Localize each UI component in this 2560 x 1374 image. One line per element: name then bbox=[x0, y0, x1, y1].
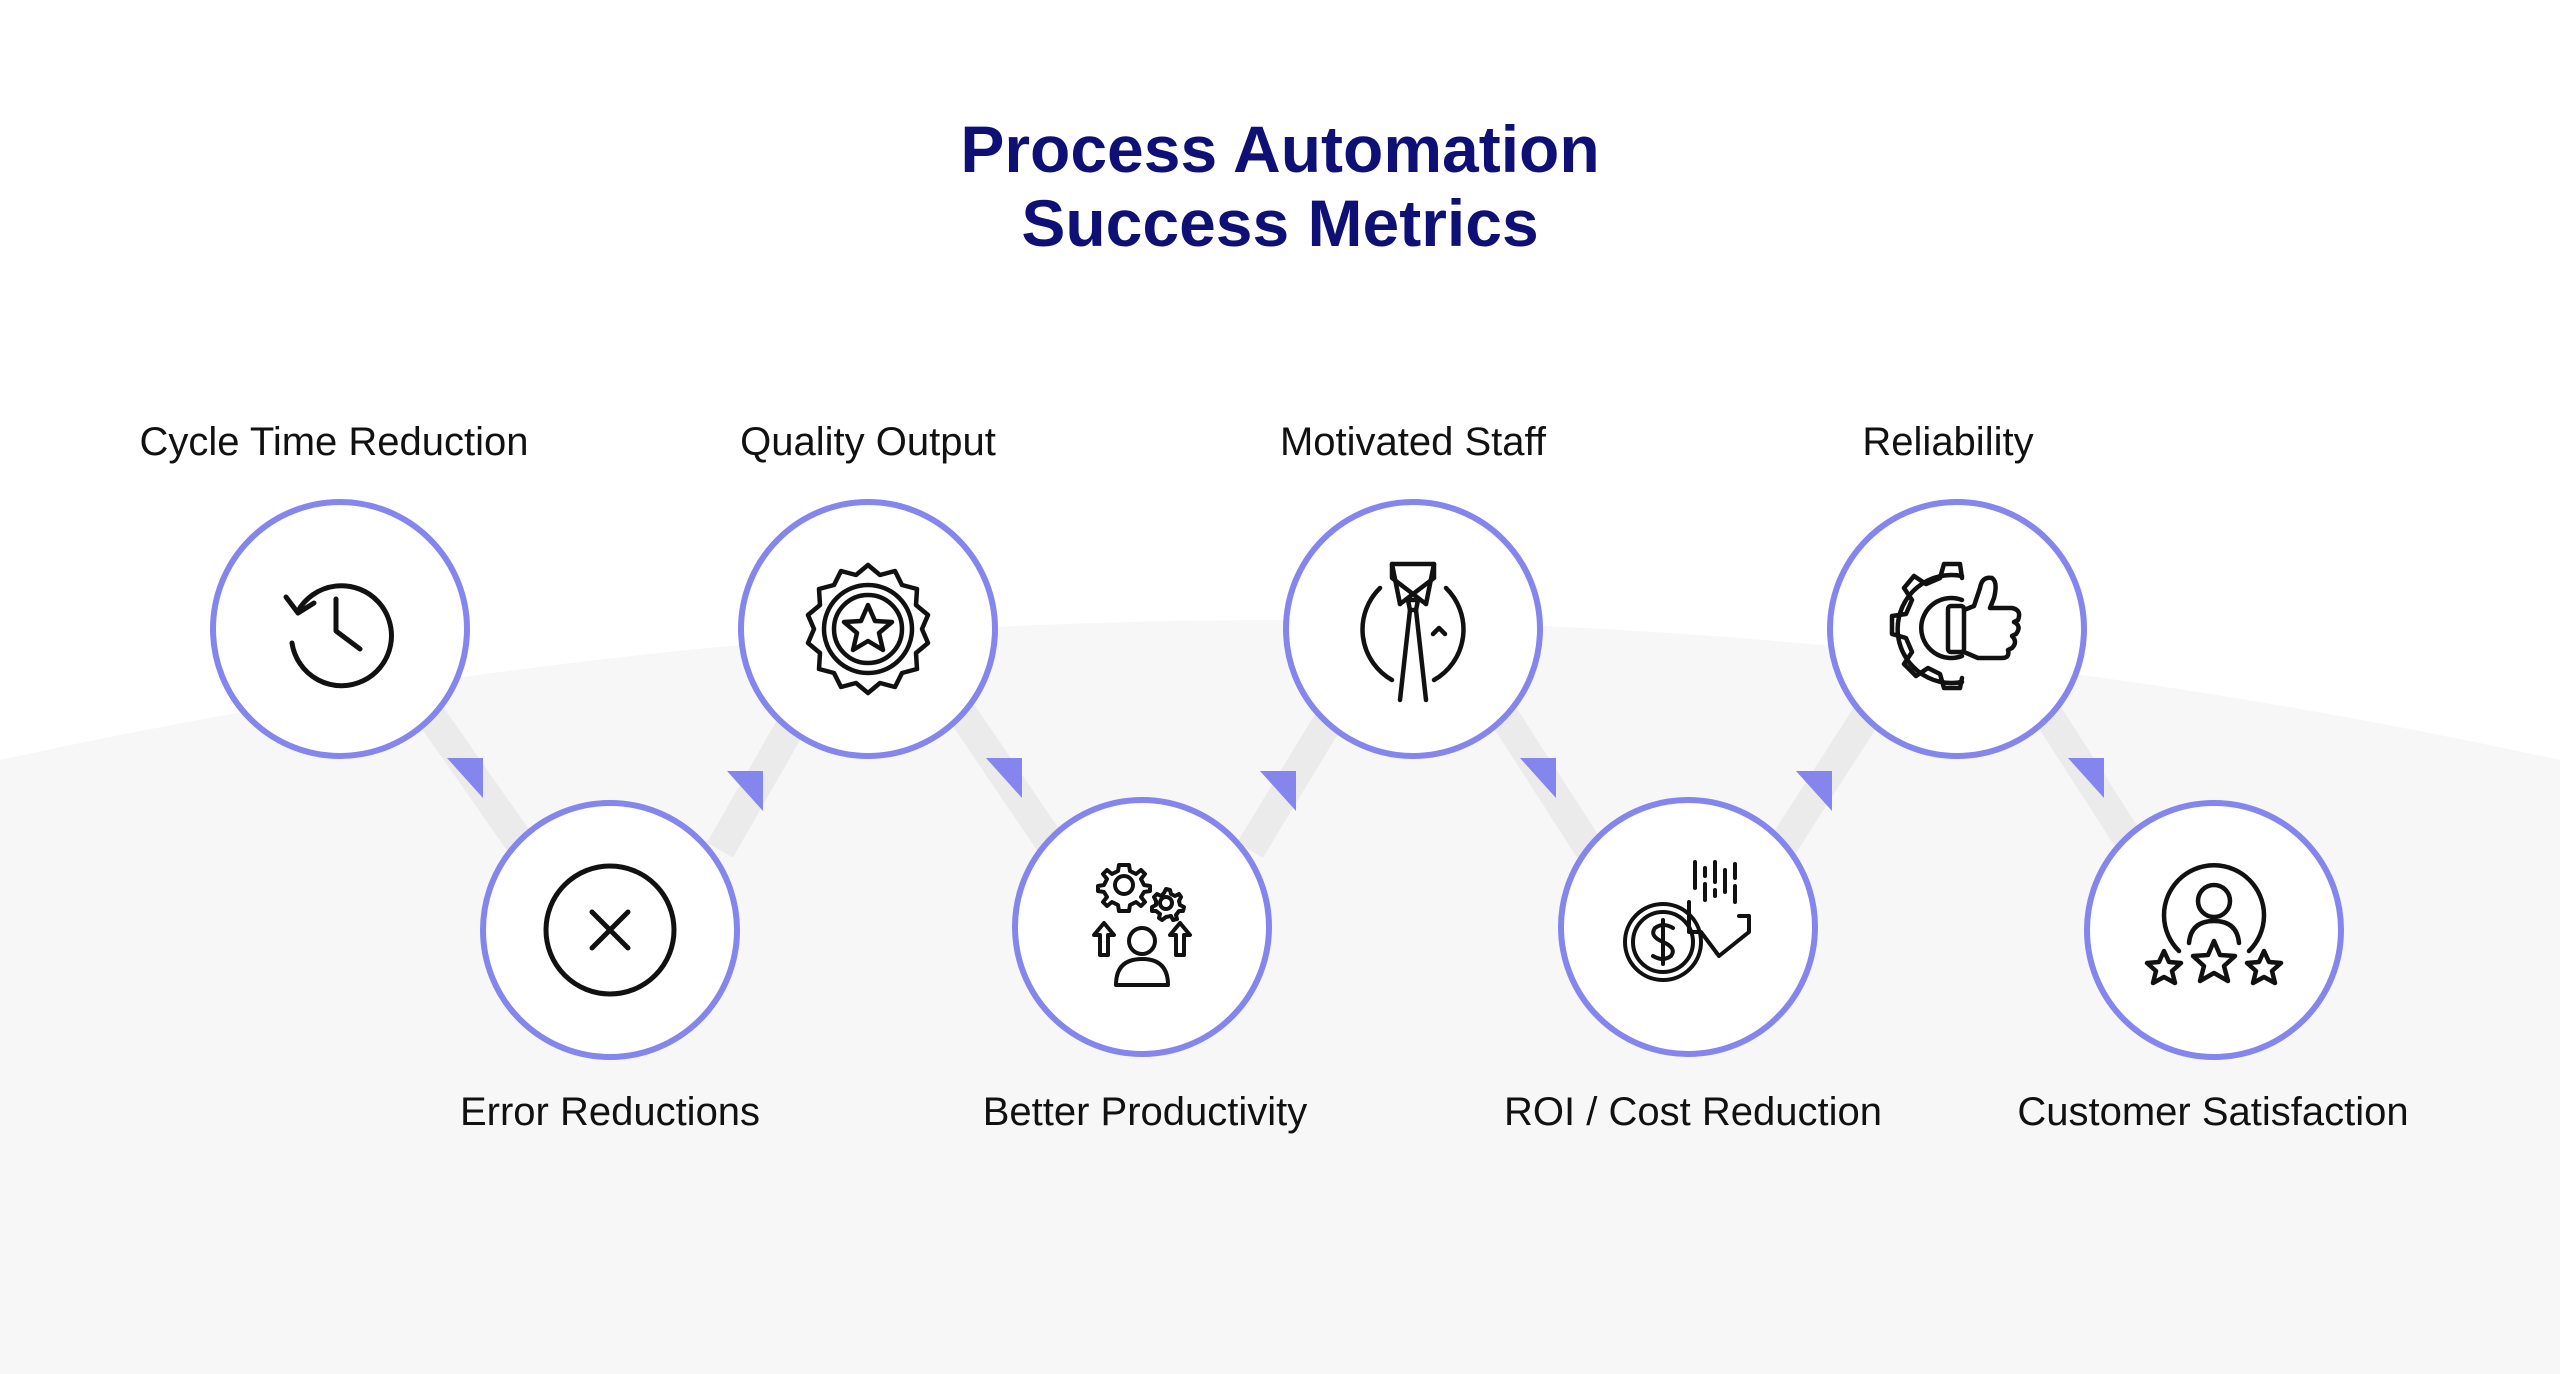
arrow-down-3 bbox=[986, 758, 1022, 798]
metric-label-motivated-staff: Motivated Staff bbox=[1279, 420, 1547, 464]
star-badge-icon bbox=[805, 562, 931, 696]
title-line-1: Process Automation bbox=[960, 112, 1600, 186]
page-title: Process Automation Success Metrics bbox=[0, 112, 2560, 260]
title-line-2: Success Metrics bbox=[1021, 186, 1539, 260]
metric-label-reliability: Reliability bbox=[1862, 420, 2034, 464]
history-clock-icon bbox=[283, 583, 394, 689]
metric-label-better-productivity: Better Productivity bbox=[982, 1090, 1308, 1134]
star-right bbox=[2244, 948, 2284, 986]
metric-node-roi-cost bbox=[1558, 797, 1818, 1057]
metric-label-customer-satisfaction: Customer Satisfaction bbox=[2017, 1090, 2409, 1134]
metric-node-quality-output bbox=[738, 499, 998, 759]
star-left bbox=[2144, 948, 2184, 986]
metric-node-cycle-time bbox=[210, 499, 470, 759]
metric-node-motivated-staff bbox=[1283, 499, 1543, 759]
star-center bbox=[2190, 938, 2238, 984]
metric-label-error-reductions: Error Reductions bbox=[459, 1090, 761, 1134]
x-circle-icon bbox=[543, 863, 677, 997]
shirt-tie-icon bbox=[1360, 561, 1466, 703]
metric-node-reliability bbox=[1827, 499, 2087, 759]
metric-node-error-reductions bbox=[480, 800, 740, 1060]
gear-thumbs-up-icon bbox=[1889, 561, 2022, 691]
metric-label-roi-cost: ROI / Cost Reduction bbox=[1504, 1090, 1882, 1134]
coin-down-arrow-icon bbox=[1623, 860, 1751, 982]
metric-node-better-productivity bbox=[1012, 797, 1272, 1057]
data-stream-icon bbox=[1693, 860, 1737, 904]
arrow-down-7 bbox=[2068, 758, 2104, 798]
metric-label-cycle-time: Cycle Time Reduction bbox=[139, 420, 529, 464]
gears-person-icon bbox=[1092, 863, 1192, 987]
metric-node-customer-satisfaction bbox=[2084, 800, 2344, 1060]
arrow-up-6 bbox=[1796, 771, 1832, 811]
metric-label-quality-output: Quality Output bbox=[740, 420, 996, 464]
arrow-down-5 bbox=[1520, 758, 1556, 798]
user-stars-icon bbox=[2144, 863, 2284, 986]
gear-small-icon bbox=[1150, 887, 1186, 922]
arrow-up-4 bbox=[1260, 771, 1296, 811]
arrow-down-1 bbox=[447, 758, 483, 798]
gear-large-icon bbox=[1096, 863, 1152, 913]
arrow-up-2 bbox=[727, 771, 763, 811]
